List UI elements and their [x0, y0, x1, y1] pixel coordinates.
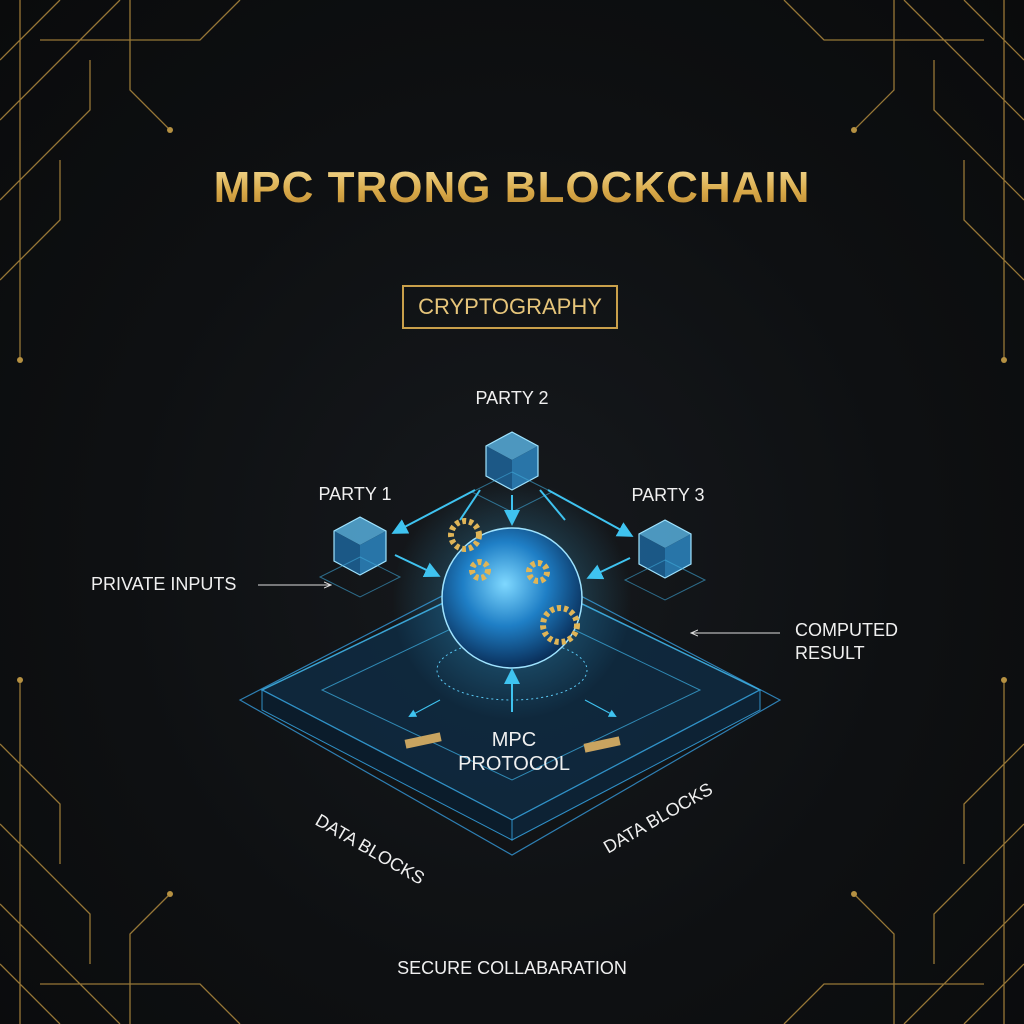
page-title: MPC TRONG BLOCKCHAIN — [0, 163, 1024, 213]
party-3-label: PARTY 3 — [631, 485, 705, 505]
private-inputs-label: PRIVATE INPUTS — [91, 574, 237, 594]
computed-result-label-line2: RESULT — [795, 643, 865, 663]
computed-result-label-line1: COMPUTED — [795, 620, 898, 640]
mpc-protocol-label-line2: PROTOCOL — [458, 753, 570, 775]
party-2-label: PARTY 2 — [475, 388, 549, 408]
party-1-cube — [319, 516, 401, 598]
party-1-label: PARTY 1 — [318, 484, 392, 504]
mpc-protocol-label-line1: MPC — [491, 729, 537, 751]
cryptography-badge: CRYPTOGRAPHY — [402, 285, 618, 329]
footer-caption: SECURE COLLABARATION — [397, 958, 627, 978]
party-3-cube — [624, 519, 706, 601]
gear-icon — [448, 518, 580, 645]
